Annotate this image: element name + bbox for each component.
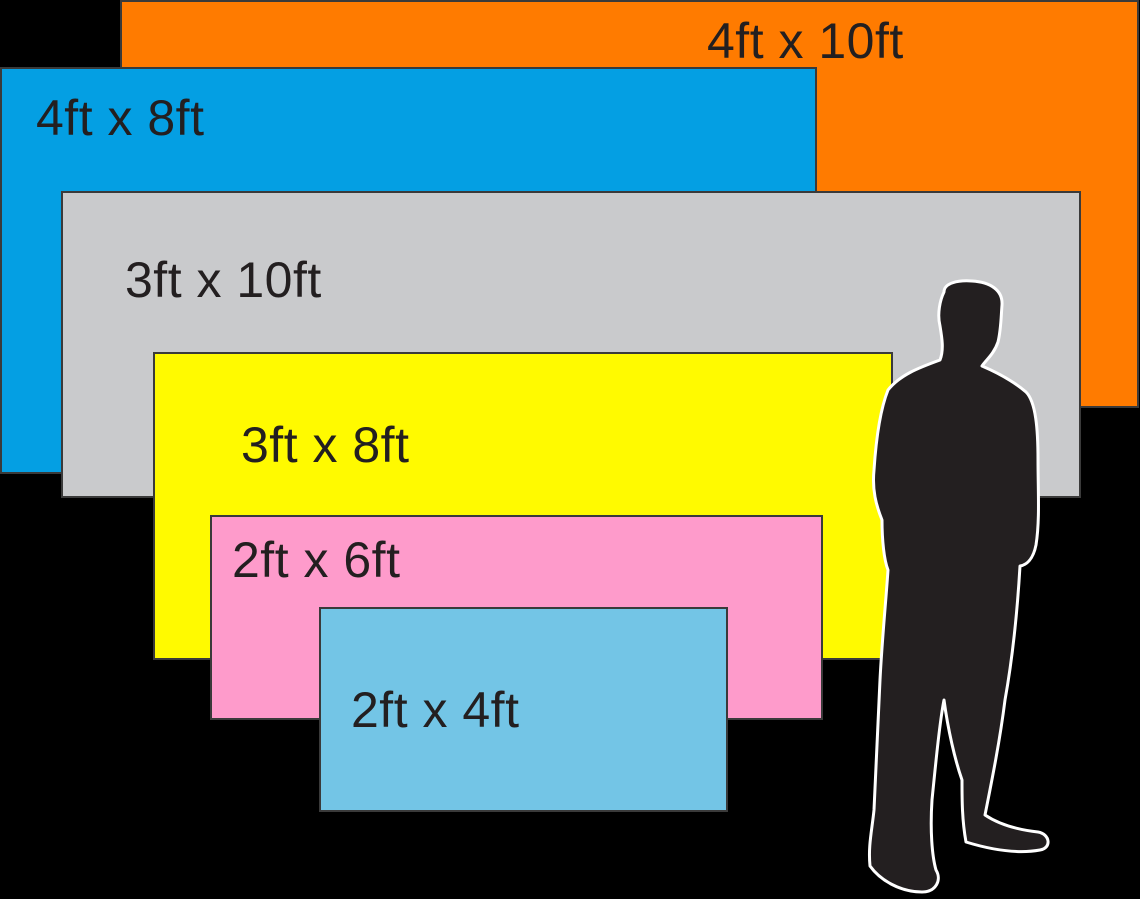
- banner-label-4ft-x-10ft: 4ft x 10ft: [707, 13, 904, 69]
- banner-label-2ft-x-4ft: 2ft x 4ft: [351, 682, 520, 738]
- banner-label-3ft-x-10ft: 3ft x 10ft: [125, 252, 322, 308]
- banner-label-4ft-x-8ft: 4ft x 8ft: [36, 90, 205, 146]
- banner-2ft-x-4ft: 2ft x 4ft: [319, 607, 728, 812]
- banner-label-2ft-x-6ft: 2ft x 6ft: [232, 532, 401, 588]
- person-body: [868, 279, 1050, 894]
- banner-label-3ft-x-8ft: 3ft x 8ft: [241, 417, 410, 473]
